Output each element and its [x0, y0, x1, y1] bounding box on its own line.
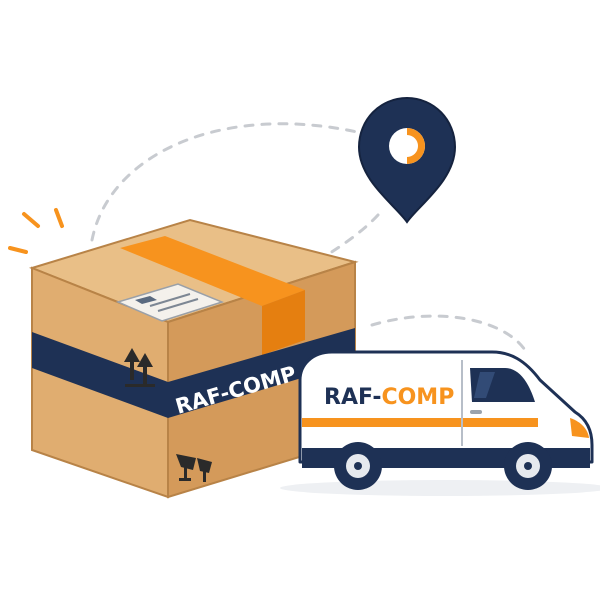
box-band-front	[32, 332, 168, 418]
van-brand-suffix: COMP	[381, 385, 454, 410]
delivery-van: RAF-COMP	[280, 350, 600, 496]
this-side-up-arrows-icon	[124, 348, 155, 387]
route-line-top	[90, 122, 372, 242]
box-band-right	[168, 328, 355, 418]
van-stripe	[302, 418, 538, 427]
box-tape-front	[262, 290, 305, 355]
fragile-glass-icon	[176, 454, 212, 482]
van-brand-label: RAF-COMP	[324, 385, 454, 410]
van-rear-wheel	[334, 442, 382, 490]
van-headlight	[570, 418, 589, 438]
van-brand-prefix: RAF-	[324, 385, 381, 410]
van-front-wheel	[504, 442, 552, 490]
location-pin-icon	[357, 96, 457, 224]
route-line-van	[370, 314, 530, 357]
shipping-label	[115, 283, 225, 322]
box-tape-top	[120, 236, 305, 306]
attention-burst-icon	[8, 208, 64, 254]
van-door-handle	[470, 410, 482, 414]
